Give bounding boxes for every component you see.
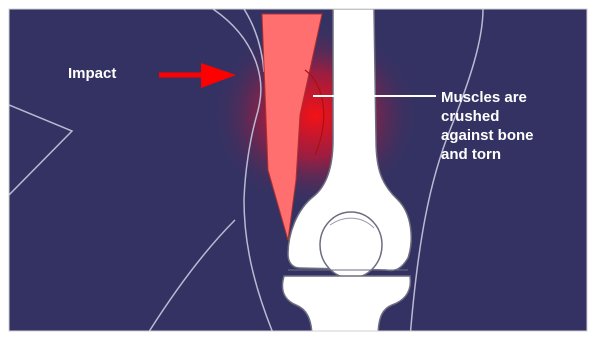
muscle-label-line-1: Muscles are: [441, 88, 534, 107]
muscle-label-line-3: against bone: [441, 126, 534, 145]
muscle-label-line-2: crushed: [441, 107, 534, 126]
impact-label: Impact: [68, 64, 116, 83]
patella-bone: [320, 212, 382, 278]
muscle-label-line-4: and torn: [441, 145, 534, 164]
